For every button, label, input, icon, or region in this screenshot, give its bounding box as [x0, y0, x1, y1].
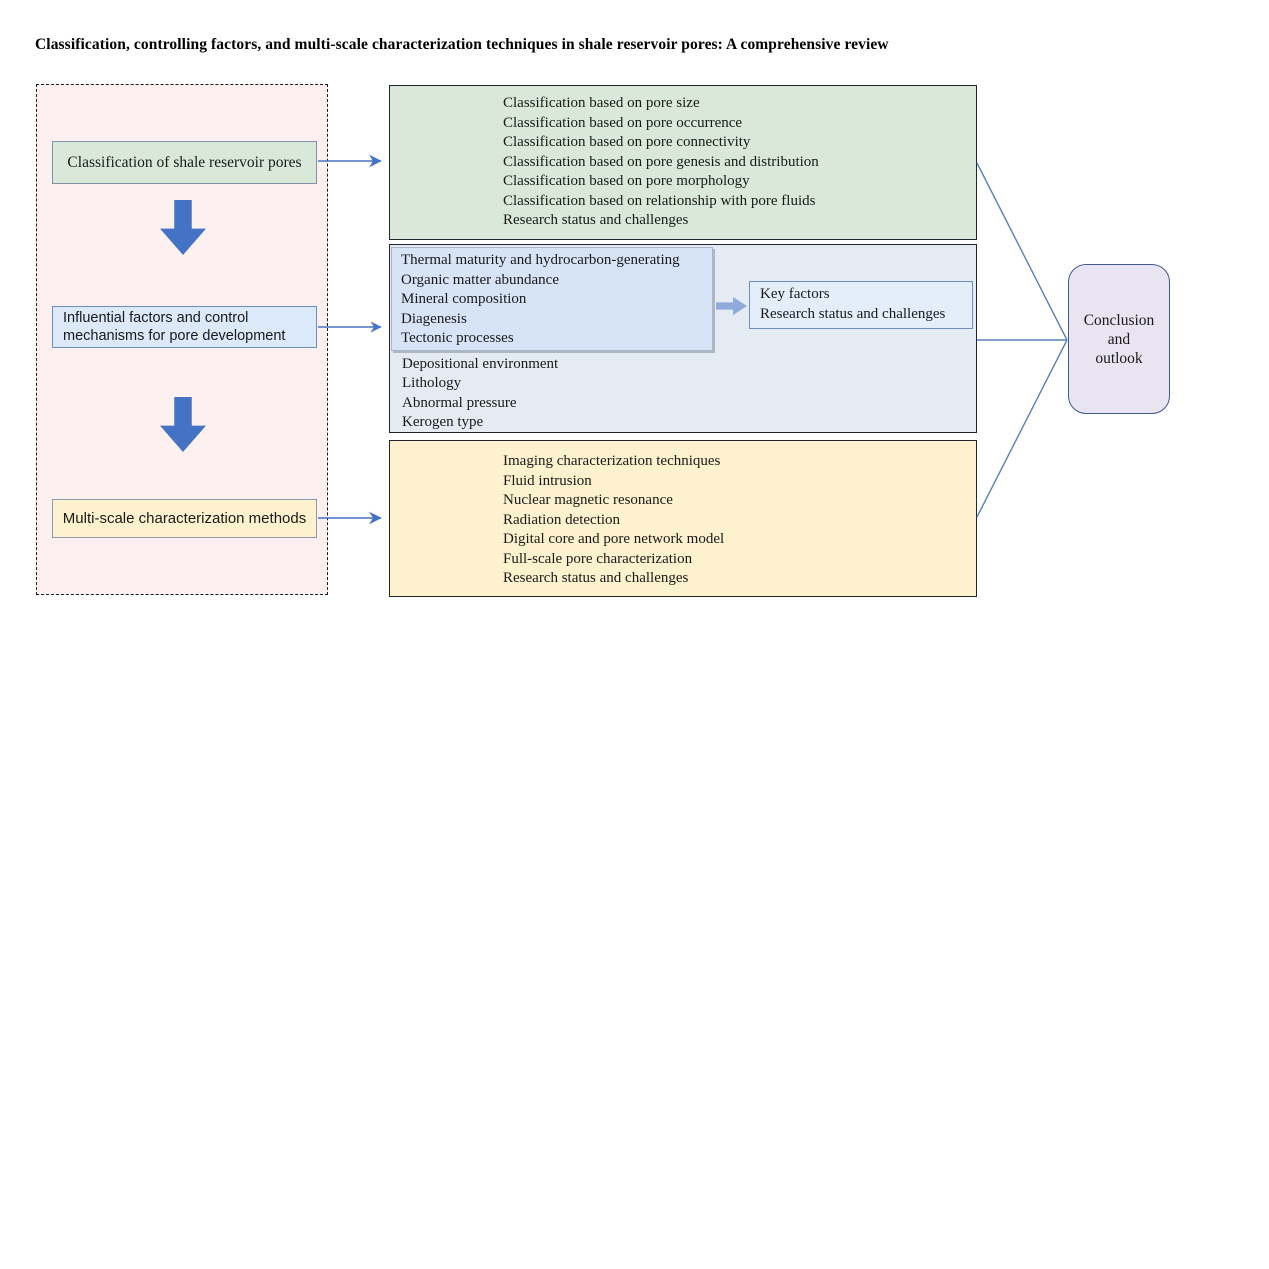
key-factors-line: Research status and challenges — [760, 305, 946, 322]
classification-item: Classification based on pore size — [503, 95, 700, 111]
conclusion-line: outlook — [1095, 349, 1143, 367]
other-factor-item: Lithology — [402, 375, 462, 392]
method-item: Fluid intrusion — [503, 472, 592, 489]
step-classification-box: Classification of shale reservoir pores — [52, 141, 317, 184]
line-methods-to-conclusion — [976, 339, 1068, 518]
conclusion-box: Conclusion and outlook — [1068, 264, 1170, 414]
conclusion-line: and — [1107, 330, 1131, 348]
key-factors-line: Key factors — [760, 286, 830, 302]
other-factor-item: Depositional environment — [402, 356, 559, 372]
classification-item: Classification based on pore morphology — [503, 173, 750, 189]
key-mechanism-item: Tectonic processes — [401, 330, 514, 346]
key-factors-box: Key factors Research status and challeng… — [749, 281, 973, 329]
key-mechanisms-box: Thermal maturity and hydrocarbon-generat… — [391, 247, 713, 351]
classification-item: Research status and challenges — [503, 212, 689, 228]
key-mechanism-item: Thermal maturity and hydrocarbon-generat… — [401, 252, 680, 268]
method-item: Research status and challenges — [503, 570, 689, 586]
diagram-title: Classification, controlling factors, and… — [35, 36, 889, 53]
classification-item: Classification based on pore connectivit… — [503, 134, 751, 150]
methods-panel: Imaging characterization techniques Flui… — [389, 440, 977, 597]
step-factors-box: Influential factors and control mechanis… — [52, 306, 317, 348]
other-factor-item: Abnormal pressure — [402, 394, 517, 411]
classification-panel: Classification based on pore size Classi… — [389, 85, 977, 240]
method-item: Full-scale pore characterization — [503, 550, 693, 567]
step-factors-label: Influential factors and control mechanis… — [63, 309, 286, 345]
key-mechanism-item: Organic matter abundance — [401, 271, 559, 288]
method-item: Digital core and pore network model — [503, 531, 725, 547]
step-classification-label: Classification of shale reservoir pores — [67, 153, 302, 171]
key-mechanism-item: Diagenesis — [401, 310, 467, 327]
method-item: Radiation detection — [503, 511, 621, 528]
line-classification-to-conclusion — [976, 162, 1068, 341]
other-factor-item: Kerogen type — [402, 413, 484, 430]
step-methods-box: Multi-scale characterization methods — [52, 499, 317, 538]
other-factors-list: Depositional environment Lithology Abnor… — [391, 355, 791, 432]
classification-item: Classification based on pore genesis and… — [503, 153, 819, 170]
method-item: Imaging characterization techniques — [503, 453, 721, 469]
key-mechanism-item: Mineral composition — [401, 291, 527, 307]
classification-item: Classification based on relationship wit… — [503, 192, 816, 209]
classification-item: Classification based on pore occurrence — [503, 114, 743, 131]
method-item: Nuclear magnetic resonance — [503, 492, 673, 508]
step-methods-label: Multi-scale characterization methods — [62, 509, 307, 527]
conclusion-line: Conclusion — [1083, 311, 1155, 329]
